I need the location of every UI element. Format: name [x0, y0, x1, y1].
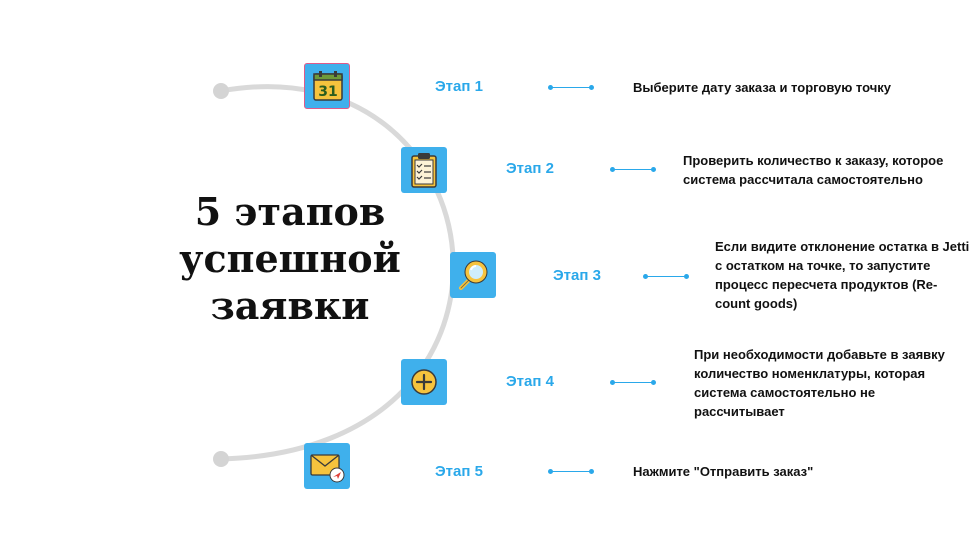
clipboard-checklist-icon	[411, 153, 437, 188]
step-5-label: Этап 5	[435, 463, 483, 480]
step-4-description: При необходимости добавьте в заявку коли…	[694, 347, 945, 419]
step-2-icon-box	[401, 147, 447, 193]
step-3-icon-box	[450, 252, 496, 298]
envelope-send-icon	[310, 454, 345, 483]
arc-start-dot	[213, 83, 229, 99]
title-line-2: успешной	[179, 236, 401, 281]
step-1-connector	[548, 85, 594, 90]
magnifier-icon	[459, 260, 488, 290]
step-5-icon-box	[304, 443, 350, 489]
step-1-label: Этап 1	[435, 78, 483, 95]
step-2-description: Проверить количество к заказу, которое с…	[683, 153, 944, 187]
step-3-connector	[643, 274, 689, 279]
calendar-icon: 31	[313, 71, 343, 101]
step-2-label: Этап 2	[506, 160, 554, 177]
step-2-connector	[610, 167, 656, 172]
arc-end-dot	[213, 451, 229, 467]
step-1-icon-box: 31	[304, 63, 350, 109]
step-5-connector	[548, 469, 594, 474]
step-3-label: Этап 3	[553, 267, 601, 284]
step-4-label: Этап 4	[506, 373, 554, 390]
diagram-title: 5 этапов успешной заявки	[150, 188, 430, 329]
step-5-description: Нажмите "Отправить заказ"	[633, 464, 814, 479]
calendar-day-number: 31	[318, 84, 337, 100]
title-line-1: 5 этапов	[194, 189, 386, 234]
plus-circle-icon	[411, 369, 437, 395]
step-4-icon-box	[401, 359, 447, 405]
title-line-3: заявки	[210, 283, 370, 328]
step-1-description: Выберите дату заказа и торговую точку	[633, 80, 892, 95]
step-4-connector	[610, 380, 656, 385]
step-3-description: Если видите отклонение остатка в Jetti с…	[715, 239, 970, 311]
